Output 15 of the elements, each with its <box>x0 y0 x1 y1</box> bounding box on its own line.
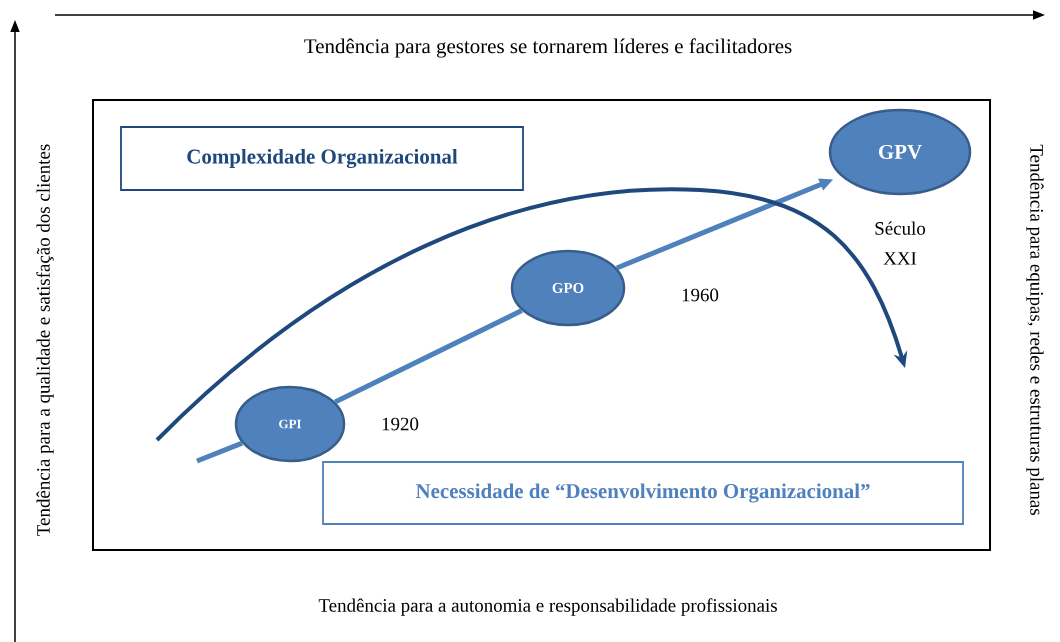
year-label: Século XXI <box>875 221 926 265</box>
ellipse-node: GPV <box>828 108 972 196</box>
axis-label: Tendência para equipas, redes e estruturas planas <box>1026 144 1044 515</box>
frame-box <box>92 99 991 551</box>
axis-label: Tendência para a qualidade e satisfação dos clientes <box>36 144 54 536</box>
connector-line <box>334 308 523 405</box>
axis-label: Tendência para gestores se tornarem líderes e facilitadores <box>304 38 792 58</box>
ellipse-node: GPO <box>510 249 626 327</box>
ellipse-node: GPI <box>234 385 346 463</box>
text-box: Necessidade de “Desenvolvimento Organizacional” <box>322 461 964 525</box>
connector-line <box>196 440 244 464</box>
axis-label: Tendência para a autonomia e responsabilidade profissionais <box>318 598 777 616</box>
text-box: Complexidade Organizacional <box>120 126 524 191</box>
year-label: 1920 <box>382 417 419 431</box>
year-label: 1960 <box>682 288 719 302</box>
